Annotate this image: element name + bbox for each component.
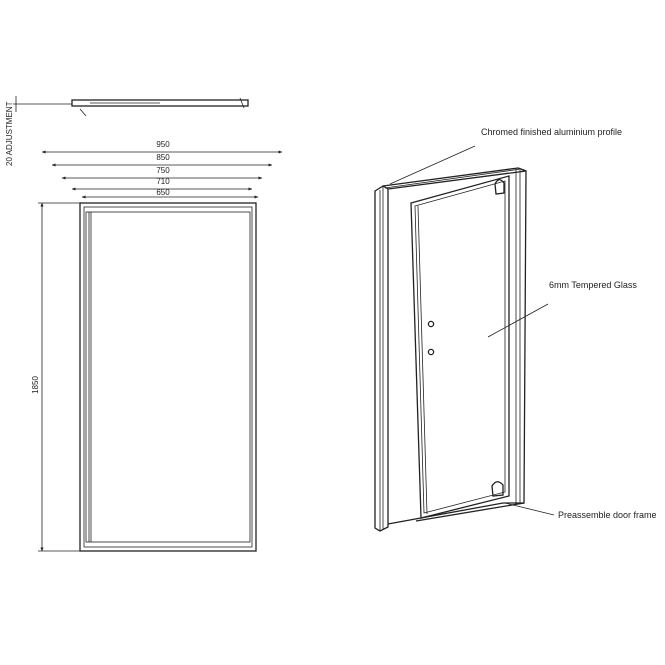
height-label: 1850 xyxy=(31,376,40,394)
adjustment-label: 20 ADJUSTMENT xyxy=(5,101,14,166)
callout-leaders xyxy=(389,145,555,516)
label-profile: Chromed finished aluminium profile xyxy=(481,127,622,137)
width-dimensions xyxy=(41,150,283,199)
label-glass: 6mm Tempered Glass xyxy=(549,280,637,290)
width-label-710: 710 xyxy=(156,177,170,186)
width-label-850: 850 xyxy=(156,153,170,162)
leader-profile xyxy=(389,145,476,185)
width-label-650: 650 xyxy=(156,188,170,197)
plan-view xyxy=(13,96,249,117)
leader-glass xyxy=(487,303,549,338)
label-frame: Preassemble door frame xyxy=(558,510,657,520)
perspective-view xyxy=(374,167,527,532)
leader-frame xyxy=(504,502,555,516)
width-label-950: 950 xyxy=(156,140,170,149)
front-elevation xyxy=(79,202,257,552)
width-label-750: 750 xyxy=(156,166,170,175)
height-dimension xyxy=(38,202,80,552)
